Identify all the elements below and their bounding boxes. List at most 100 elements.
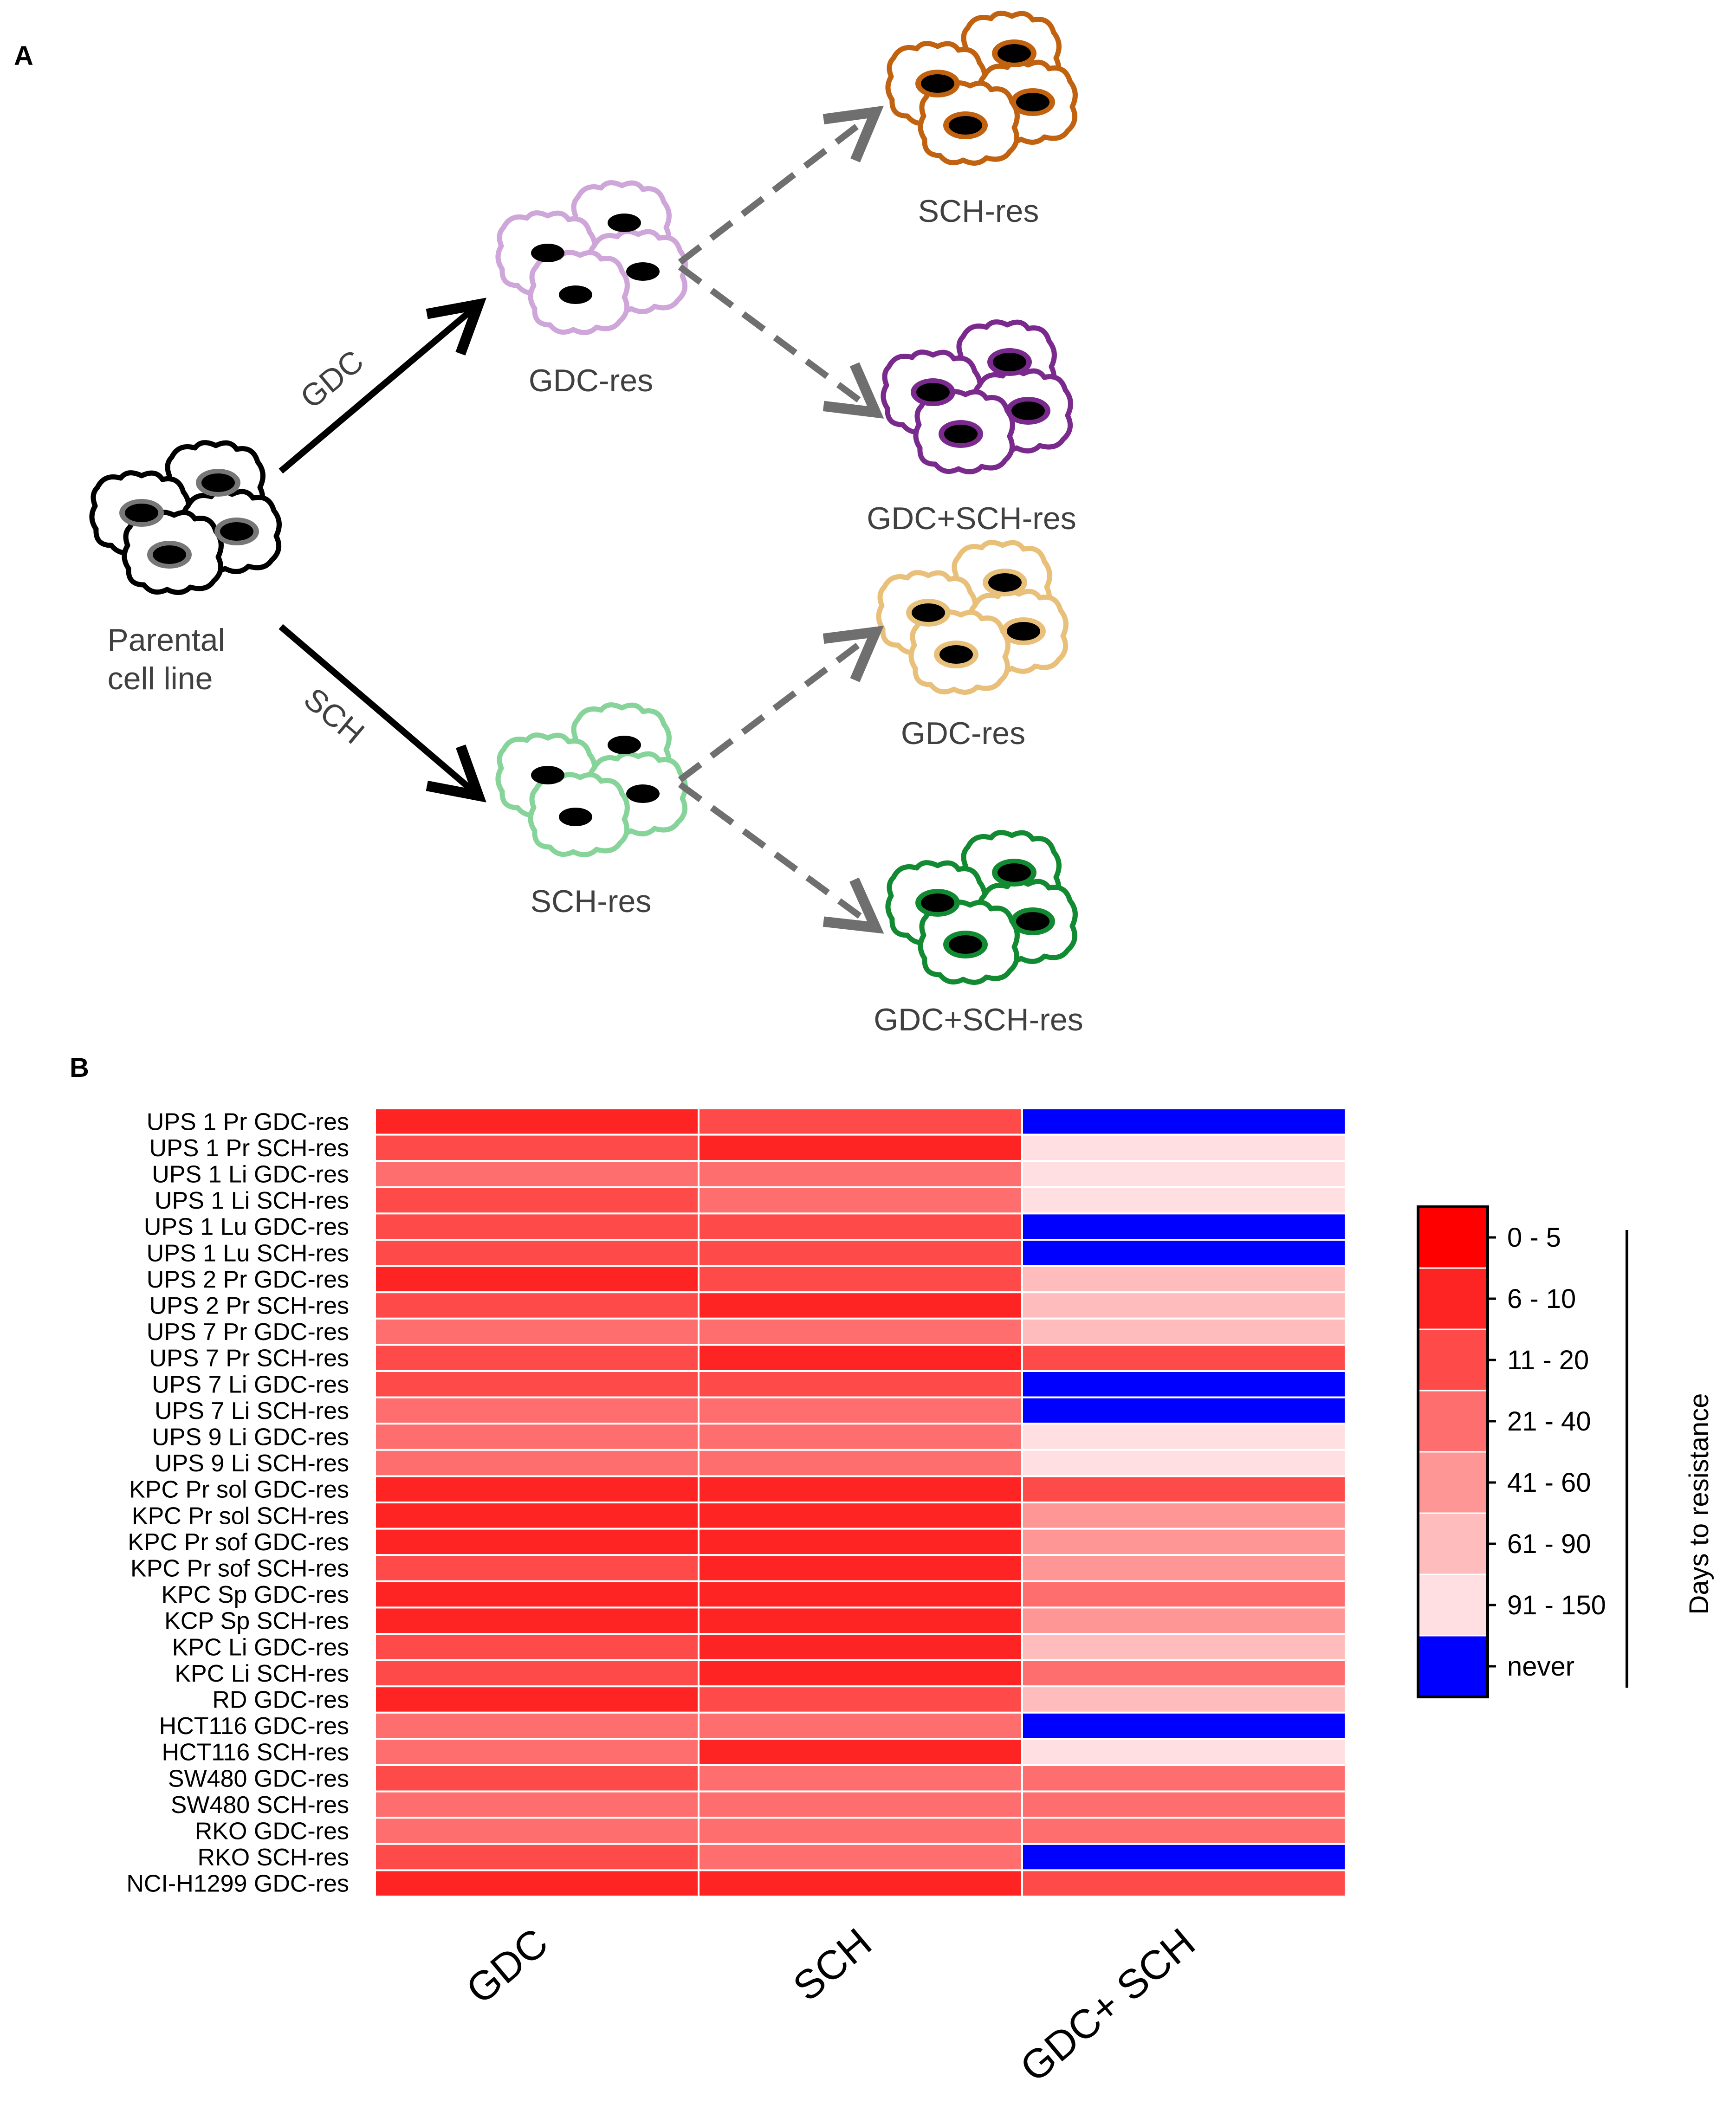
- heatmap-cell: [698, 1239, 1023, 1267]
- heatmap-cell: [374, 1291, 700, 1320]
- heatmap-cell: [698, 1291, 1023, 1320]
- sch-res-label: SCH-res: [531, 884, 652, 919]
- row-label: KCP Sp SCH-res: [164, 1608, 349, 1635]
- cell-nucleus: [220, 522, 253, 541]
- gdc-then-combo-res-label: GDC+SCH-res: [867, 501, 1076, 536]
- heatmap-cell: [374, 1502, 700, 1530]
- row-label: KPC Li SCH-res: [175, 1660, 349, 1687]
- heatmap-cell: [374, 1133, 700, 1162]
- heatmap-cell: [374, 1423, 700, 1451]
- heatmap-cell: [374, 1843, 700, 1871]
- heatmap-cell: [374, 1475, 700, 1503]
- cell-nucleus: [939, 645, 973, 664]
- heatmap-cell: [1021, 1475, 1347, 1503]
- heatmap-cell: [374, 1606, 700, 1635]
- cell-nucleus: [998, 863, 1031, 882]
- cell-nucleus: [916, 383, 950, 401]
- row-label: UPS 1 Lu GDC-res: [144, 1214, 349, 1241]
- cell-nucleus: [559, 808, 592, 826]
- legend-swatch: [1417, 1390, 1489, 1453]
- heatmap-cell: [1021, 1291, 1347, 1320]
- cell-nucleus: [531, 244, 564, 262]
- heatmap-cell: [1021, 1764, 1347, 1793]
- cell-cluster-parental: [89, 440, 282, 595]
- row-label: SW480 SCH-res: [171, 1792, 349, 1819]
- heatmap-cell: [374, 1659, 700, 1688]
- cell-nucleus: [125, 504, 158, 522]
- cell-cluster-gdc-res: [495, 180, 688, 335]
- column-label: SCH: [784, 1919, 880, 2010]
- cell-cluster-sch-then-gdc: [876, 540, 1069, 695]
- legend-swatch: [1417, 1206, 1489, 1269]
- heatmap-cell: [1021, 1423, 1347, 1451]
- cell-nucleus: [1007, 622, 1040, 641]
- heatmap-cell: [374, 1370, 700, 1398]
- row-label: UPS 7 Pr GDC-res: [147, 1319, 349, 1346]
- row-label: KPC Pr sol GDC-res: [129, 1476, 349, 1503]
- panel-label-b: B: [70, 1053, 89, 1083]
- row-label: UPS 2 Pr GDC-res: [147, 1266, 349, 1293]
- legend-swatch: [1417, 1512, 1489, 1575]
- row-label: HCT116 GDC-res: [159, 1713, 349, 1740]
- heatmap-cell: [1021, 1790, 1347, 1819]
- heatmap-cell: [1021, 1738, 1347, 1766]
- parental-label-line2: cell line: [108, 661, 213, 696]
- heatmap-cell: [1021, 1711, 1347, 1740]
- heatmap-cell: [1021, 1317, 1347, 1346]
- row-label: KPC Li GDC-res: [172, 1634, 349, 1661]
- cell-nucleus: [559, 285, 592, 304]
- heatmap-cell: [1021, 1160, 1347, 1188]
- row-label: NCI-H1299 GDC-res: [126, 1871, 349, 1897]
- heatmap-cell: [1021, 1502, 1347, 1530]
- cell-clusters: [89, 11, 1078, 985]
- heatmap-cell: [374, 1212, 700, 1241]
- cell-nucleus: [912, 603, 945, 622]
- heatmap-cell: [698, 1370, 1023, 1398]
- heatmap-cell: [698, 1475, 1023, 1503]
- legend-swatch: [1417, 1451, 1489, 1514]
- row-label: RKO SCH-res: [198, 1844, 349, 1871]
- heatmap-cell: [374, 1685, 700, 1714]
- row-label: UPS 9 Li GDC-res: [152, 1424, 349, 1451]
- legend-label: 6 - 10: [1507, 1284, 1576, 1314]
- cell-nucleus: [626, 262, 660, 281]
- legend-label: 11 - 20: [1507, 1345, 1589, 1375]
- heatmap-cell: [1021, 1817, 1347, 1845]
- row-label: UPS 7 Pr SCH-res: [149, 1345, 349, 1372]
- heatmap-cell: [374, 1711, 700, 1740]
- heatmap-cell: [1021, 1528, 1347, 1556]
- row-label: HCT116 SCH-res: [162, 1739, 349, 1766]
- dashed-arrow-sch-to-combo: [678, 782, 884, 934]
- column-label: GDC+ SCH: [1011, 1919, 1204, 2091]
- heatmap-cell: [374, 1239, 700, 1267]
- dashed-arrow-gdc-to-sch: [678, 105, 884, 265]
- legend-swatch: [1417, 1573, 1489, 1637]
- row-label: UPS 1 Pr GDC-res: [147, 1108, 349, 1135]
- heatmap-cell: [1021, 1265, 1347, 1294]
- heatmap-cell: [698, 1423, 1023, 1451]
- heatmap-cell: [698, 1396, 1023, 1425]
- heatmap-cell: [374, 1817, 700, 1845]
- cell-nucleus: [531, 766, 564, 784]
- heatmap-cell: [1021, 1659, 1347, 1688]
- heatmap-cell: [698, 1764, 1023, 1793]
- heatmap-cell: [1021, 1449, 1347, 1477]
- parental-label-line1: Parental: [107, 622, 225, 658]
- cell-nucleus: [1011, 401, 1045, 420]
- row-label: KPC Pr sof SCH-res: [130, 1555, 349, 1582]
- heatmap-cell: [698, 1633, 1023, 1661]
- heatmap-cell: [698, 1317, 1023, 1346]
- heatmap-cell: [698, 1711, 1023, 1740]
- legend-label: 91 - 150: [1507, 1590, 1606, 1620]
- row-label: UPS 1 Li GDC-res: [152, 1161, 349, 1188]
- heatmap-cell: [1021, 1554, 1347, 1582]
- heatmap-cell: [698, 1817, 1023, 1845]
- gdc-arrow: [279, 298, 486, 474]
- heatmap-cell: [698, 1449, 1023, 1477]
- heatmap-cell: [698, 1554, 1023, 1582]
- heatmap-cell: [1021, 1633, 1347, 1661]
- heatmap-cell: [698, 1843, 1023, 1871]
- heatmap-cell: [374, 1554, 700, 1582]
